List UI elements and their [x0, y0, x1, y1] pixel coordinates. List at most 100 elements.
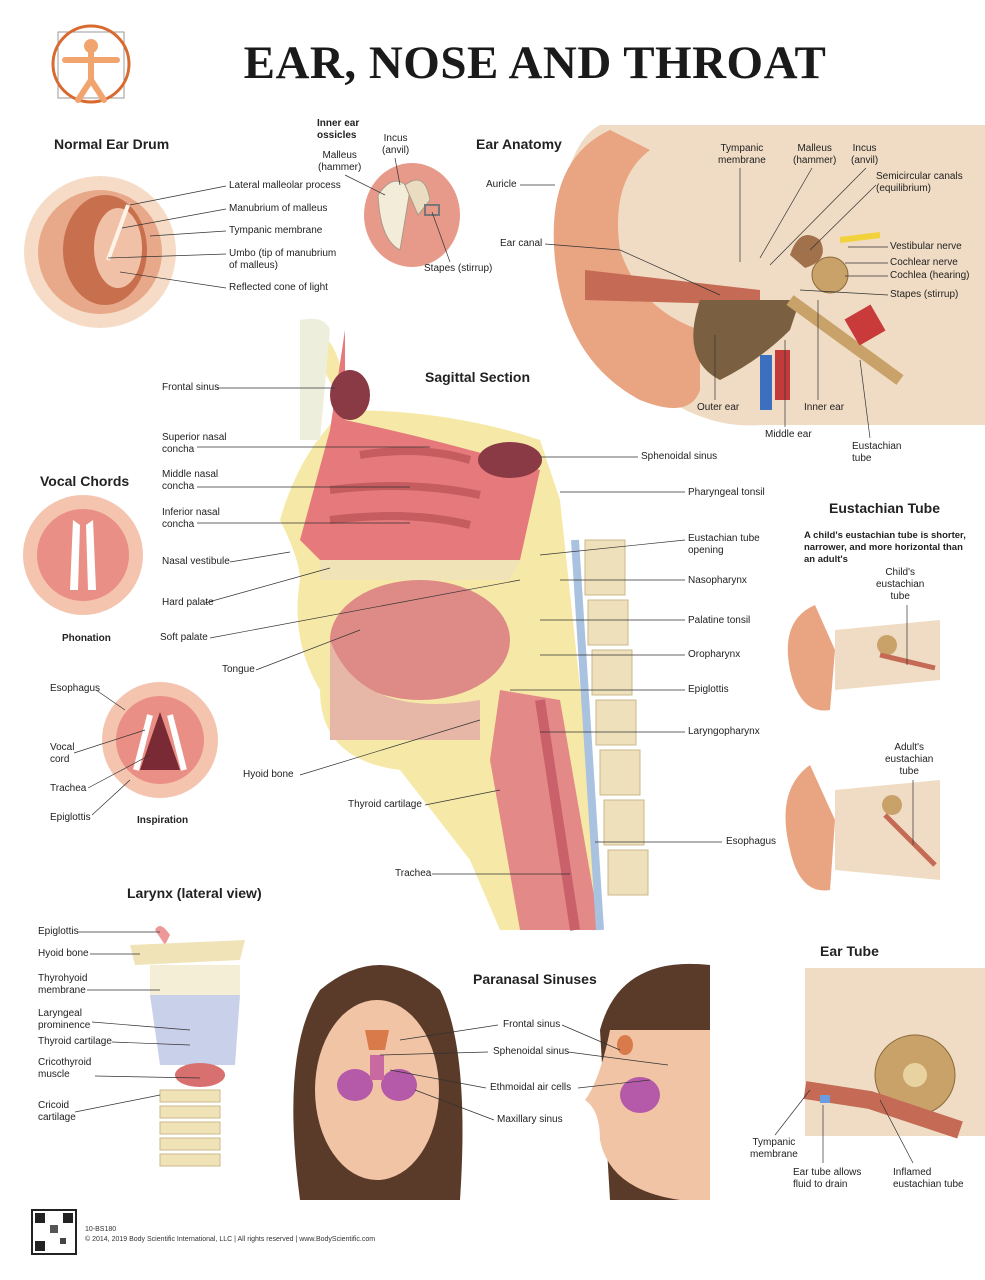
ossicles-leader-lines [344, 157, 451, 263]
label-vc-trachea: Trachea [50, 783, 87, 794]
label-pn-frontal-sinus: Frontal sinus [503, 1019, 561, 1030]
ear-anatomy-leader-lines [520, 167, 889, 439]
label-adult-eustachian-tube: Adult's eustachian tube [885, 742, 934, 777]
label-ea-incus: Incus (anvil) [851, 143, 879, 166]
paranasal-heading: Paranasal Sinuses [473, 971, 597, 987]
label-esophagus: Esophagus [726, 836, 777, 847]
label-inferior-concha: Inferior nasal concha [162, 507, 220, 530]
label-vestibular-nerve: Vestibular nerve [890, 241, 962, 252]
label-lx-hyoid-bone: Hyoid bone [38, 948, 89, 959]
tracheal-rings [159, 1089, 221, 1167]
sagittal-section-illustration [280, 318, 649, 931]
label-ear-canal: Ear canal [500, 238, 543, 249]
label-sphenoidal-sinus: Sphenoidal sinus [641, 451, 718, 462]
ossicles-heading: Inner ear ossicles [317, 118, 360, 141]
label-cricoid-cartilage: Cricoid cartilage [38, 1100, 76, 1123]
vocal-leader-lines [73, 689, 151, 816]
label-lx-thyroid-cartilage: Thyroid cartilage [38, 1036, 112, 1047]
label-lateral-malleolar-process: Lateral malleolar process [229, 180, 341, 191]
label-vc-epiglottis: Epiglottis [50, 812, 91, 823]
label-tympanic-membrane: Tympanic membrane [229, 225, 323, 236]
label-thyroid-cartilage: Thyroid cartilage [348, 799, 422, 810]
sagittal-leader-lines [197, 387, 722, 875]
vocal-inspiration-illustration [102, 682, 218, 798]
larynx-illustration [130, 926, 245, 1167]
label-nasopharynx: Nasopharynx [688, 575, 747, 586]
label-middle-concha: Middle nasal concha [162, 469, 219, 492]
label-auricle: Auricle [486, 179, 517, 190]
label-lx-epiglottis: Epiglottis [38, 926, 79, 937]
product-code: 10-BS180 [85, 1226, 117, 1233]
label-ea-eustachian-tube: Eustachian tube [852, 441, 902, 464]
label-child-eustachian-tube: Child's eustachian tube [876, 567, 925, 602]
eustachian-leader-lines [906, 605, 914, 845]
label-pharyngeal-tonsil: Pharyngeal tonsil [688, 487, 765, 498]
label-incus: Incus (anvil) [382, 133, 410, 156]
label-laryngeal-prominence: Laryngeal prominence [38, 1008, 91, 1031]
ear-tube-leader-lines [774, 1089, 914, 1164]
label-epiglottis: Epiglottis [688, 684, 729, 695]
label-maxillary-sinus: Maxillary sinus [497, 1114, 563, 1125]
poster-title: EAR, NOSE AND THROAT [243, 37, 827, 89]
label-outer-ear: Outer ear [697, 402, 740, 413]
label-semicircular-canals: Semicircular canals (equilibrium) [876, 171, 963, 194]
ear-drum-illustration [24, 176, 176, 328]
label-tongue: Tongue [222, 664, 255, 675]
label-et-tympanic-membrane: Tympanic membrane [750, 1137, 798, 1160]
ear-drum-leader-lines [107, 185, 227, 289]
eustachian-note: A child's eustachian tube is shorter, na… [804, 530, 966, 565]
label-ear-tube-drain: Ear tube allows fluid to drain [793, 1167, 862, 1190]
label-frontal-sinus: Frontal sinus [162, 382, 220, 393]
child-ear-illustration [787, 605, 940, 711]
label-inspiration: Inspiration [137, 815, 189, 826]
label-hard-palate: Hard palate [162, 597, 214, 608]
ear-anatomy-heading: Ear Anatomy [476, 136, 562, 152]
label-cochlea: Cochlea (hearing) [890, 270, 970, 281]
label-thyrohyoid-membrane: Thyrohyoid membrane [38, 973, 88, 996]
label-pn-sphenoidal-sinus: Sphenoidal sinus [493, 1046, 570, 1057]
label-stapes: Stapes (stirrup) [424, 263, 493, 274]
label-ea-tympanic-membrane: Tympanic membrane [718, 143, 766, 166]
larynx-leader-lines [74, 931, 201, 1113]
label-cricothyroid-muscle: Cricothyroid muscle [38, 1057, 92, 1080]
label-vc-esophagus: Esophagus [50, 683, 101, 694]
label-trachea: Trachea [395, 868, 432, 879]
sagittal-heading: Sagittal Section [425, 369, 531, 385]
ear-tube-illustration [803, 968, 985, 1139]
label-ea-stapes: Stapes (stirrup) [890, 289, 959, 300]
vertebrae [584, 539, 649, 896]
vitruvian-logo [51, 24, 131, 104]
label-middle-ear: Middle ear [765, 429, 812, 440]
eustachian-heading: Eustachian Tube [829, 500, 940, 516]
vocal-chords-heading: Vocal Chords [40, 473, 130, 489]
label-phonation: Phonation [62, 633, 111, 644]
label-cone-of-light: Reflected cone of light [229, 282, 328, 293]
label-hyoid-bone: Hyoid bone [243, 769, 294, 780]
label-inflamed-eustachian-tube: Inflamed eustachian tube [893, 1167, 964, 1190]
adult-ear-illustration [785, 765, 940, 891]
side-face-illustration [585, 963, 710, 1200]
vocal-phonation-illustration [23, 495, 143, 615]
label-ea-malleus: Malleus (hammer) [793, 143, 837, 166]
front-face-illustration [293, 965, 463, 1200]
label-vocal-cord: Vocal cord [50, 742, 75, 765]
ear-tube-heading: Ear Tube [820, 943, 879, 959]
label-manubrium: Manubrium of malleus [229, 203, 328, 214]
paranasal-leader-lines [379, 1024, 669, 1121]
label-ethmoidal-air-cells: Ethmoidal air cells [490, 1082, 572, 1093]
larynx-heading: Larynx (lateral view) [127, 885, 262, 901]
ossicles-illustration [364, 163, 460, 267]
label-eustachian-tube-opening: Eustachian tube opening [688, 533, 760, 556]
ear-anatomy-illustration [553, 125, 985, 426]
copyright: © 2014, 2019 Body Scientific Internation… [85, 1236, 376, 1243]
label-inner-ear: Inner ear [804, 402, 845, 413]
label-cochlear-nerve: Cochlear nerve [890, 257, 958, 268]
label-soft-palate: Soft palate [160, 632, 208, 643]
label-palatine-tonsil: Palatine tonsil [688, 615, 751, 626]
label-oropharynx: Oropharynx [688, 649, 741, 660]
label-laryngopharynx: Laryngopharynx [688, 726, 760, 737]
label-nasal-vestibule: Nasal vestibule [162, 556, 230, 567]
label-malleus: Malleus (hammer) [318, 150, 362, 173]
